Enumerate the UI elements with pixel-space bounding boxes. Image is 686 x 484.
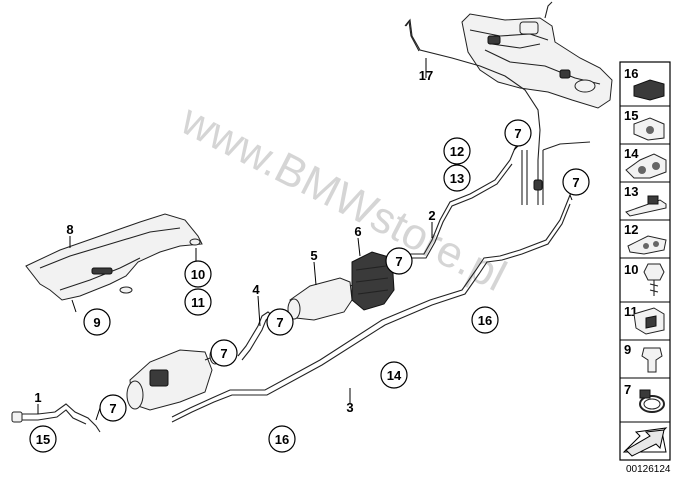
callout-2: 2: [428, 208, 435, 223]
watermark-text: www.BMWstore.pl: [173, 95, 514, 301]
callout-4: 4: [252, 282, 260, 297]
svg-text:7: 7: [514, 126, 521, 141]
callout-14: 14: [380, 361, 408, 389]
callout-15: 15: [29, 425, 57, 453]
svg-text:16: 16: [624, 66, 638, 81]
svg-text:7: 7: [624, 382, 631, 397]
callout-8: 8: [66, 222, 73, 237]
legend-item-7: 7: [624, 382, 665, 413]
callout-9: 9: [83, 308, 111, 336]
svg-text:16: 16: [275, 432, 289, 447]
legend-item-10: 10: [624, 262, 665, 296]
callout-11: 11: [184, 288, 212, 316]
svg-text:14: 14: [387, 368, 402, 383]
callout-5: 5: [310, 248, 317, 263]
pump-bracket: [351, 251, 395, 311]
callout-12: 12: [443, 137, 471, 165]
fuel-pump: [287, 277, 363, 321]
svg-text:9: 9: [93, 315, 100, 330]
svg-text:7: 7: [572, 175, 579, 190]
parts-legend: 16 15 14 13 12 10: [619, 61, 671, 461]
svg-text:13: 13: [624, 184, 638, 199]
svg-text:9: 9: [624, 342, 631, 357]
callout-1: 1: [34, 390, 41, 405]
legend-item-12: 12: [624, 222, 667, 255]
svg-text:7: 7: [109, 401, 116, 416]
legend-item-16: 16: [624, 66, 665, 101]
svg-text:7: 7: [276, 315, 283, 330]
svg-text:15: 15: [624, 108, 638, 123]
fuel-line-14: [171, 189, 573, 418]
callout-7-a: 7: [504, 119, 532, 147]
callout-7-b: 7: [562, 168, 590, 196]
callout-10: 10: [184, 260, 212, 288]
svg-text:13: 13: [450, 171, 464, 186]
callout-7-e: 7: [210, 339, 238, 367]
fuel-line-2: [410, 141, 521, 255]
callout-16-a: 16: [471, 306, 499, 334]
fuel-line-17: [405, 18, 541, 161]
svg-text:10: 10: [191, 267, 205, 282]
callout-16-b: 16: [268, 425, 296, 453]
fuel-line-1: [18, 403, 101, 433]
legend-item-15: 15: [624, 108, 665, 141]
legend-item-9: 9: [624, 342, 663, 373]
callout-7-f: 7: [99, 394, 127, 422]
svg-text:10: 10: [624, 262, 638, 277]
svg-text:7: 7: [395, 254, 402, 269]
legend-item-14: 14: [624, 146, 667, 179]
svg-text:7: 7: [220, 346, 227, 361]
legend-item-11: 11: [624, 304, 665, 335]
reference-code: 00126124: [626, 464, 671, 475]
svg-text:16: 16: [478, 313, 492, 328]
underbody-shield: [25, 213, 203, 301]
legend-item-13: 13: [624, 184, 667, 217]
legend-arrow-icon: [622, 427, 668, 457]
fuel-line-4: [237, 311, 276, 357]
callout-6: 6: [354, 224, 361, 239]
svg-text:12: 12: [450, 144, 464, 159]
callout-13: 13: [443, 164, 471, 192]
callout-7-c: 7: [385, 247, 413, 275]
svg-text:15: 15: [36, 432, 50, 447]
fuel-tank: [461, 1, 613, 109]
svg-text:12: 12: [624, 222, 638, 237]
callout-3: 3: [346, 400, 353, 415]
callout-7-d: 7: [266, 308, 294, 336]
callout-17: 17: [419, 68, 433, 83]
svg-text:14: 14: [624, 146, 639, 161]
fuel-filter: [126, 347, 226, 411]
svg-text:11: 11: [191, 295, 205, 310]
